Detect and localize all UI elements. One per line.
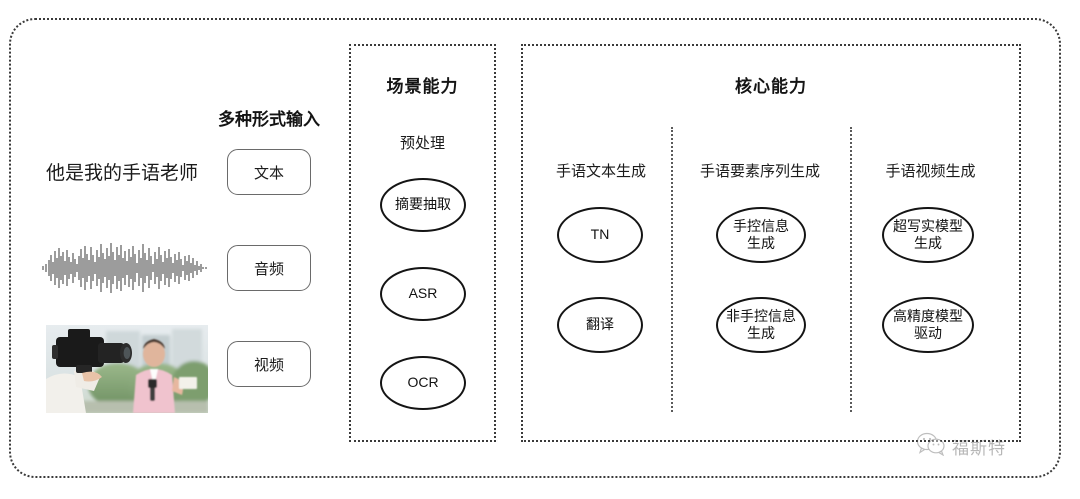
node-summary-extraction-label: 摘要抽取 — [395, 196, 451, 213]
node-high-precision-model-driving-line1: 高精度模型 — [893, 307, 963, 324]
input-section-heading: 多种形式输入 — [218, 110, 320, 129]
watermark-label: 福斯特 — [952, 439, 1006, 458]
input-type-video-label: 视频 — [253, 356, 284, 374]
core-column-1-heading: 手语文本生成 — [555, 163, 646, 180]
node-manual-signal-generation-line2: 生成 — [747, 235, 775, 251]
input-type-text-label: 文本 — [253, 164, 284, 182]
node-hyperrealistic-model-generation-line1: 超写实模型 — [893, 217, 963, 234]
wechat-icon — [916, 432, 946, 461]
core-column-2-heading: 手语要素序列生成 — [699, 163, 820, 180]
node-manual-signal-generation-line1: 手控信息 — [733, 217, 789, 234]
node-ocr-label: OCR — [407, 374, 439, 391]
watermark: 福斯特 — [916, 432, 1006, 461]
node-high-precision-model-driving[interactable]: 高精度模型 驱动 — [882, 297, 974, 353]
core-column-divider-1 — [671, 127, 673, 412]
core-column-divider-2 — [850, 127, 852, 412]
diagram-outer-frame — [9, 18, 1061, 478]
node-high-precision-model-driving-line2: 驱动 — [914, 325, 942, 341]
node-non-manual-signal-generation-line1: 非手控信息 — [726, 307, 796, 324]
input-type-video-button[interactable]: 视频 — [227, 341, 311, 387]
core-column-3-heading: 手语视频生成 — [885, 163, 976, 180]
node-translation[interactable]: 翻译 — [557, 297, 643, 353]
input-type-audio-label: 音频 — [253, 260, 284, 278]
node-non-manual-signal-generation[interactable]: 非手控信息 生成 — [716, 297, 806, 353]
scene-capability-title: 场景能力 — [386, 77, 459, 96]
node-tn[interactable]: TN — [557, 207, 643, 263]
node-hyperrealistic-model-generation-line2: 生成 — [914, 235, 942, 251]
node-tn-label: TN — [590, 226, 610, 243]
audio-waveform-icon — [38, 238, 214, 298]
input-type-audio-button[interactable]: 音频 — [227, 245, 311, 291]
node-asr-label: ASR — [408, 285, 438, 302]
node-hyperrealistic-model-generation[interactable]: 超写实模型 生成 — [882, 207, 974, 263]
input-sample-text: 他是我的手语老师 — [46, 163, 199, 184]
input-type-text-button[interactable]: 文本 — [227, 149, 311, 195]
node-ocr[interactable]: OCR — [380, 356, 466, 410]
node-manual-signal-generation[interactable]: 手控信息 生成 — [716, 207, 806, 263]
core-capability-title: 核心能力 — [735, 77, 807, 96]
node-non-manual-signal-generation-line2: 生成 — [747, 325, 775, 341]
node-translation-label: 翻译 — [586, 316, 614, 333]
scene-capability-panel: 场景能力 — [349, 44, 496, 442]
node-asr[interactable]: ASR — [380, 267, 466, 321]
preprocessing-group-heading: 预处理 — [399, 135, 445, 152]
node-summary-extraction[interactable]: 摘要抽取 — [380, 178, 466, 232]
core-capability-panel: 核心能力 — [521, 44, 1021, 442]
video-thumbnail-image — [46, 325, 208, 413]
